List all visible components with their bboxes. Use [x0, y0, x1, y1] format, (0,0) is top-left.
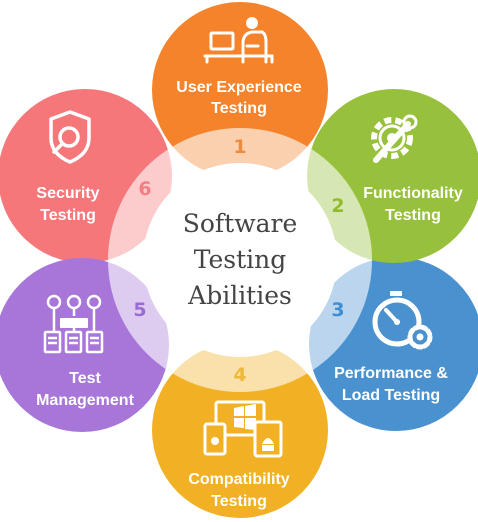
gear-wrench-icon	[371, 114, 418, 163]
shield-search-icon	[49, 110, 91, 164]
compatibility-label-line-2: Testing	[211, 493, 267, 510]
petal-user-experience	[152, 2, 328, 178]
management-label-line-2: Management	[36, 392, 134, 409]
management-label-line-1: Test	[69, 370, 101, 387]
center-circle	[143, 163, 337, 357]
segment-number-5: 5	[133, 299, 146, 321]
ux-label-line-1: User Experience	[176, 79, 302, 96]
stopwatch-gear-icon	[372, 291, 433, 350]
functionality-label-line-1: Functionality	[363, 185, 463, 202]
laptop-user-icon	[203, 17, 274, 64]
performance-label-line-2: Load Testing	[342, 387, 440, 404]
functionality-label-line-2: Testing	[385, 207, 441, 224]
org-docs-icon	[43, 294, 104, 354]
security-label-line-2: Testing	[40, 207, 96, 224]
segment-number-6: 6	[138, 178, 151, 200]
petal-compatibility	[152, 342, 328, 518]
compatibility-label-line-1: Compatibility	[188, 471, 289, 488]
segment-number-3: 3	[331, 299, 344, 321]
center-title-line-2: Testing	[194, 245, 287, 274]
devices-icon	[203, 400, 283, 458]
security-label-line-1: Security	[36, 185, 99, 202]
center-title-line-3: Abilities	[187, 281, 292, 310]
center-title-line-1: Software	[183, 209, 298, 238]
segment-number-1: 1	[233, 136, 246, 158]
segment-number-4: 4	[233, 364, 246, 386]
performance-label-line-1: Performance &	[334, 365, 448, 382]
ux-label-line-2: Testing	[211, 100, 267, 117]
segment-number-2: 2	[331, 195, 344, 217]
